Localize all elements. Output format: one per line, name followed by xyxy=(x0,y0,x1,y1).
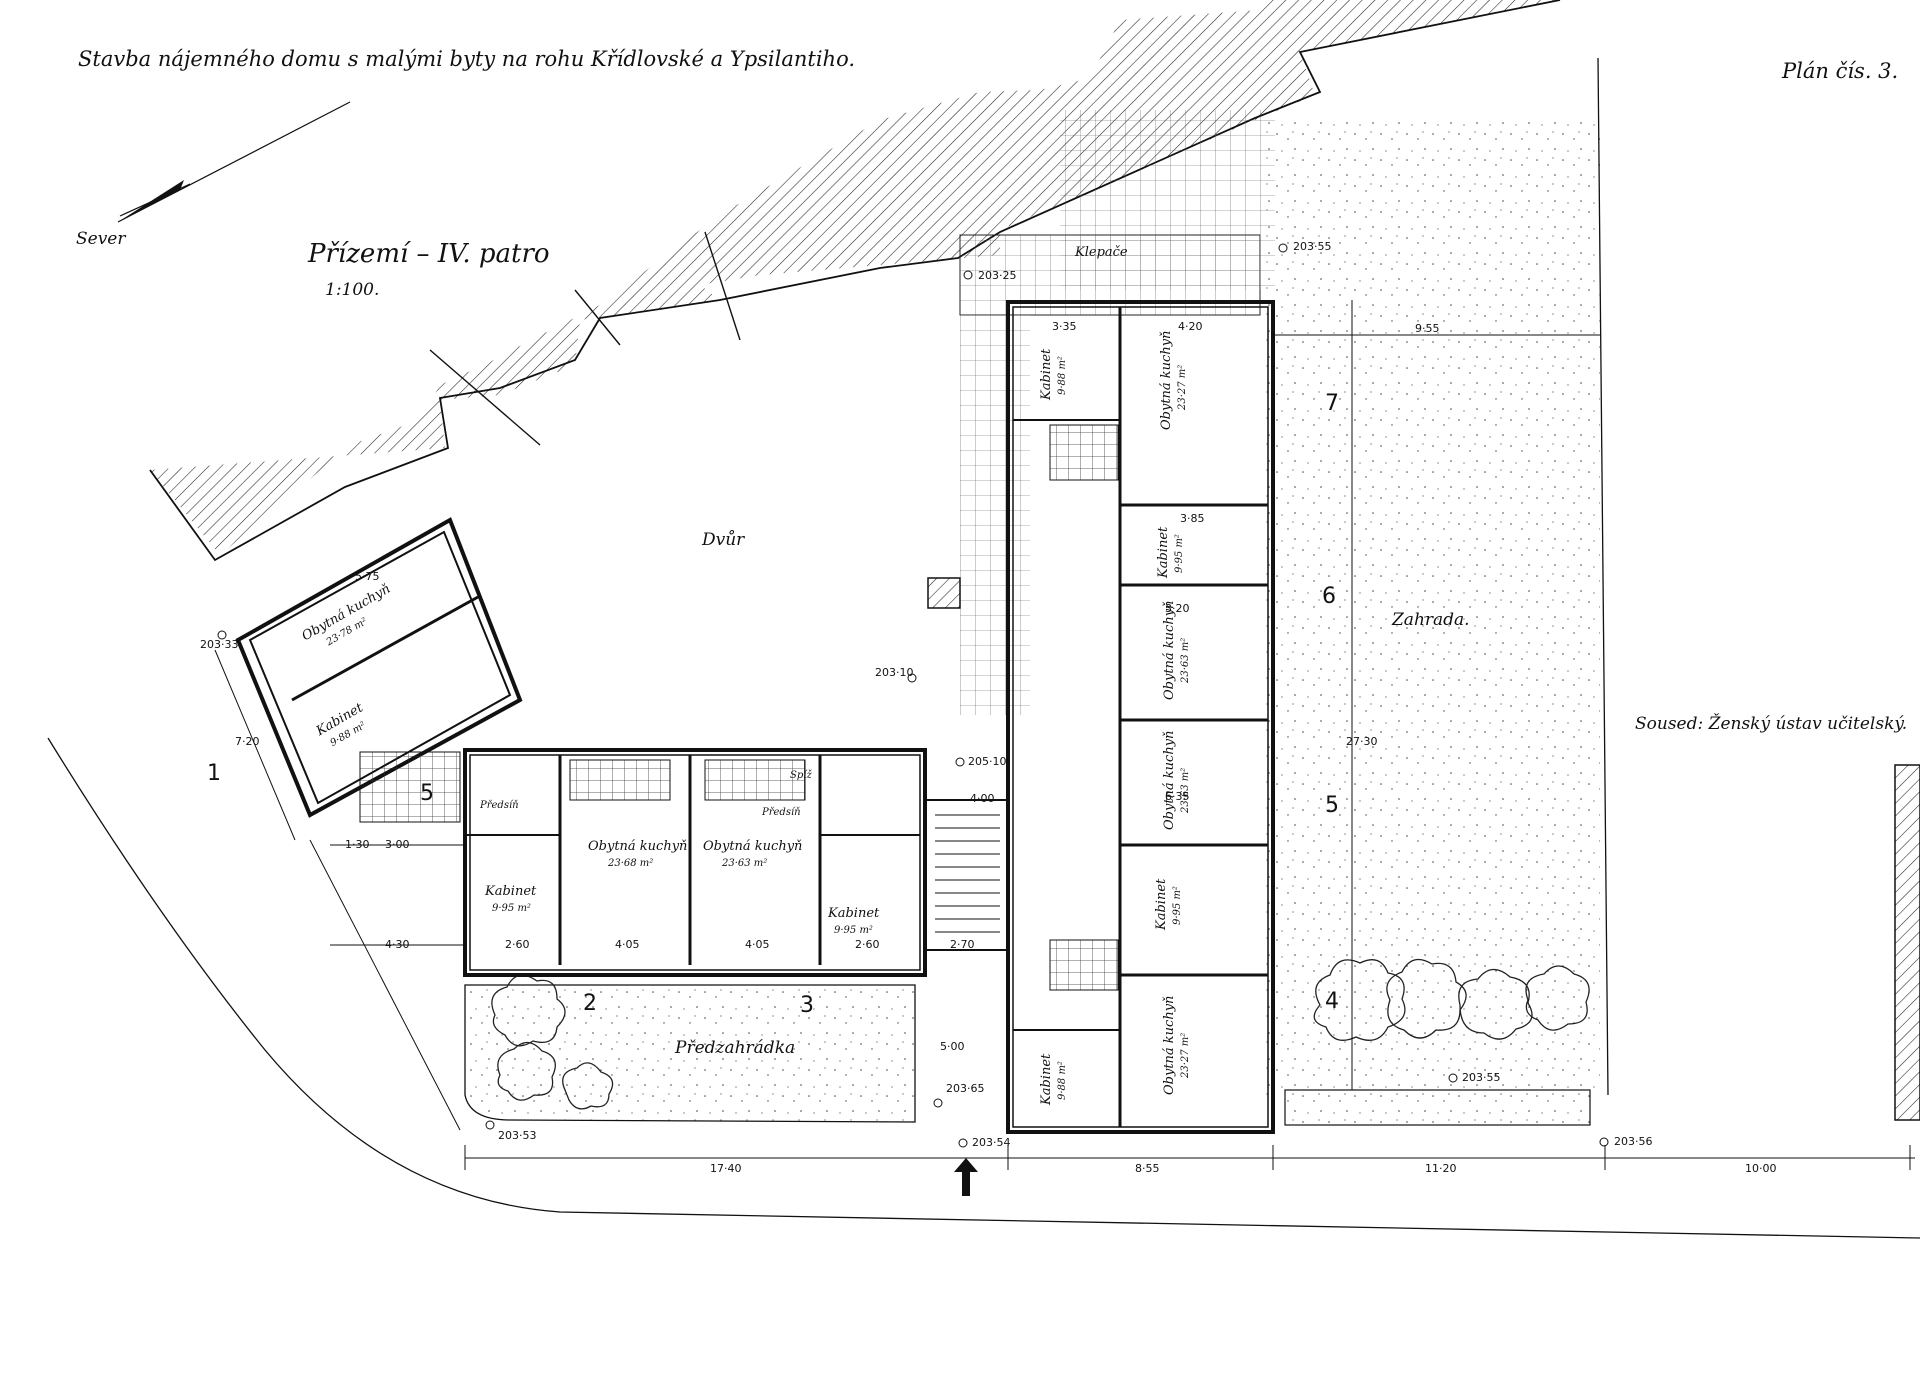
room-label: Obytná kuchyň xyxy=(1159,331,1174,430)
dimension-label: 4·30 xyxy=(385,938,410,951)
elevation-label: 203·55 xyxy=(1462,1071,1501,1084)
pantry-label: Spíž xyxy=(790,770,812,781)
elevation-label: 203·56 xyxy=(1614,1135,1653,1148)
dimension-label: 4·20 xyxy=(1178,320,1203,333)
room-area: 23·63 m² xyxy=(1180,638,1191,684)
floor-label: Přízemí – IV. patro xyxy=(307,239,550,269)
dimension-label: 3·35 xyxy=(1052,320,1077,333)
room-label: Kabinet xyxy=(1156,526,1171,579)
apartment-number: 5 xyxy=(420,781,434,806)
apartment-number: 2 xyxy=(583,991,597,1016)
dimension-label: 5·75 xyxy=(355,570,380,583)
room-label: Obytná kuchyň xyxy=(1162,996,1177,1095)
room-area: 9·88 m² xyxy=(1057,1061,1068,1100)
dimension-label: 6·35 xyxy=(1165,790,1190,803)
room-label: Kabinet xyxy=(1039,1053,1054,1106)
courtyard-well xyxy=(927,577,961,609)
garden-shrubs xyxy=(1313,958,1590,1041)
room-label: Kabinet xyxy=(484,884,537,899)
room-area: 9·88 m² xyxy=(1057,356,1068,395)
dimension-label: 4·00 xyxy=(970,792,995,805)
hall-label: Předsíň xyxy=(761,807,801,818)
room-area: 23·63 m² xyxy=(1180,768,1191,814)
room-area: 9·95 m² xyxy=(1172,886,1183,925)
dimension-label: 8·55 xyxy=(1135,1162,1160,1175)
garden-label: Zahrada. xyxy=(1391,610,1470,630)
apartment-number: 3 xyxy=(800,993,814,1018)
apartment-number: 1 xyxy=(207,761,221,786)
room-label: Kabinet xyxy=(1154,878,1169,931)
room-area: 23·27 m² xyxy=(1177,365,1188,411)
north-arrow-icon xyxy=(117,101,351,223)
plan-number: Plán čís. 3. xyxy=(1781,59,1898,83)
room-area: 23·68 m² xyxy=(607,858,653,869)
neighbour-building-hatch xyxy=(1894,764,1920,1121)
apartment-number: 7 xyxy=(1325,391,1339,416)
room-label: Kabinet xyxy=(827,906,880,921)
north-label: Sever xyxy=(76,229,126,249)
elevation-label: 203·10 xyxy=(875,666,914,679)
tiled-areas xyxy=(359,424,1119,991)
elevation-label: 203·33 xyxy=(200,638,239,651)
apartment-number: 5 xyxy=(1325,793,1339,818)
dimension-label: 2·60 xyxy=(855,938,880,951)
garden-area xyxy=(1265,120,1600,1095)
room-area: 9·95 m² xyxy=(834,925,873,936)
garden-border xyxy=(1284,1089,1591,1126)
dimension-label: 4·05 xyxy=(745,938,770,951)
room-area: 9·95 m² xyxy=(492,903,531,914)
dimension-label: 3·85 xyxy=(1180,512,1205,525)
street-line xyxy=(47,737,1920,1239)
dimension-label: 4·05 xyxy=(615,938,640,951)
room-area: 23·63 m² xyxy=(721,858,767,869)
dimension-label: 5·00 xyxy=(940,1040,965,1053)
entrance-arrow-icon xyxy=(954,1158,978,1196)
hall-label: Předsíň xyxy=(479,800,519,811)
room-label: Kabinet xyxy=(1039,348,1054,401)
elevation-label: 205·10 xyxy=(968,755,1007,768)
drawing-title: Stavba nájemného domu s malými byty na r… xyxy=(78,47,855,71)
courtyard-grid xyxy=(960,315,1030,715)
elevation-markers xyxy=(217,243,1609,1148)
front-garden-shrubs xyxy=(491,974,614,1110)
scale-label: 1:100. xyxy=(325,280,379,300)
apartment-number: 4 xyxy=(1325,989,1339,1014)
courtyard-label: Dvůr xyxy=(701,530,745,550)
klepace-label: Klepače xyxy=(1074,245,1128,260)
dimension-label: 3·00 xyxy=(385,838,410,851)
dimension-label: 7·20 xyxy=(235,735,260,748)
room-area: 23·27 m² xyxy=(1180,1033,1191,1079)
room-area: 9·95 m² xyxy=(1174,534,1185,573)
room-label: Obytná kuchyň xyxy=(703,839,802,854)
elevation-label: 203·53 xyxy=(498,1129,537,1142)
dimension-label: 17·40 xyxy=(710,1162,742,1175)
room-label: Obytná kuchyň xyxy=(1162,731,1177,830)
dimension-label: 1·30 xyxy=(345,838,370,851)
dimension-label: 11·20 xyxy=(1425,1162,1457,1175)
building-walls xyxy=(235,300,1275,1134)
dimension-lines xyxy=(214,300,1915,1170)
front-garden-area xyxy=(464,984,916,1123)
room-label: Obytná kuchyň xyxy=(1162,601,1177,700)
dimension-label: 9·55 xyxy=(1415,322,1440,335)
klepace-grid xyxy=(1060,110,1275,290)
stair-icon xyxy=(935,814,1000,933)
elevation-label: 203·65 xyxy=(946,1082,985,1095)
elevation-label: 203·55 xyxy=(1293,240,1332,253)
apartment-number: 6 xyxy=(1322,584,1336,609)
dimension-label: 10·00 xyxy=(1745,1162,1777,1175)
dimension-label: 27·30 xyxy=(1346,735,1378,748)
front-garden-label: Předzahrádka xyxy=(674,1038,795,1058)
elevation-label: 203·25 xyxy=(978,269,1017,282)
dimension-label: 3·20 xyxy=(1165,602,1190,615)
neighbour-label: Soused: Ženský ústav učitelský. xyxy=(1635,713,1907,734)
elevation-label: 203·54 xyxy=(972,1136,1011,1149)
room-label: Obytná kuchyň xyxy=(588,839,687,854)
dimension-label: 2·60 xyxy=(505,938,530,951)
dimension-label: 2·70 xyxy=(950,938,975,951)
